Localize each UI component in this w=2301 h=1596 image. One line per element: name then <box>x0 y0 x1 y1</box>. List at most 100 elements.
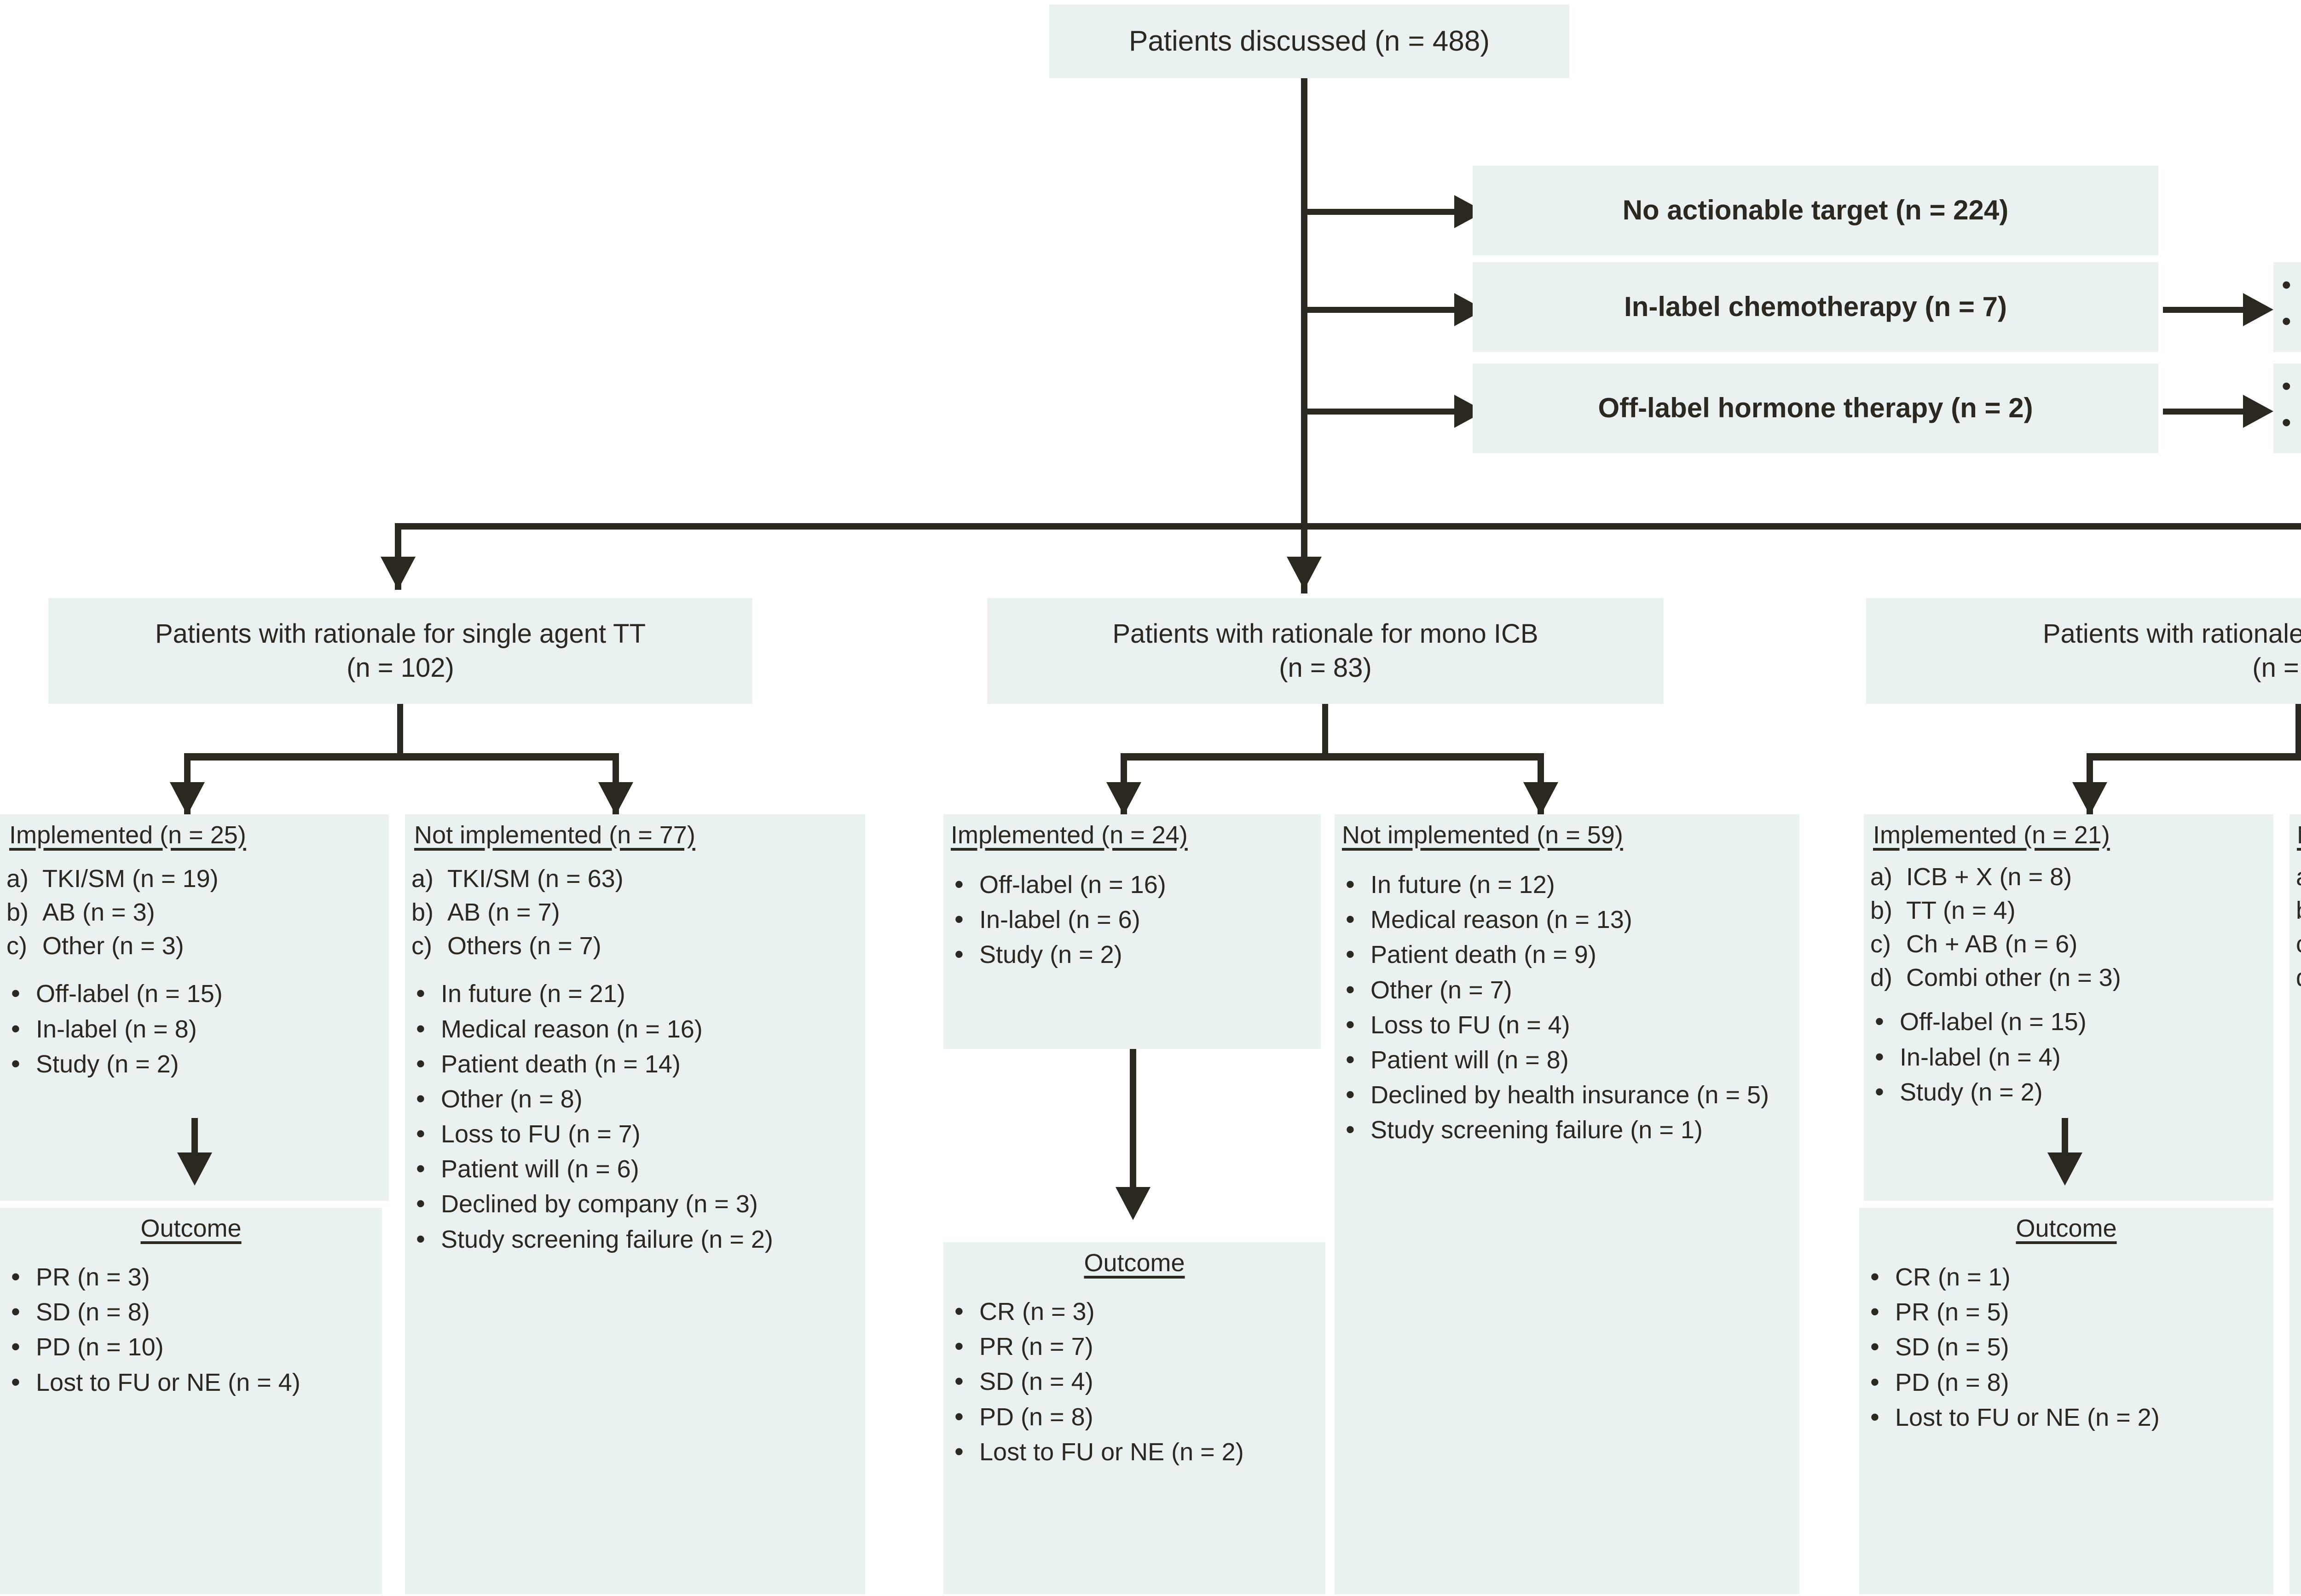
col2-arrow-implemented <box>1106 782 1141 815</box>
side-box-in-label-chemotherapy: In-label chemotherapy (n = 7) <box>1473 262 2158 352</box>
column-title-label: Patients with rationale for single agent… <box>155 618 646 683</box>
col3-implemented-box: Implemented (n = 21) ICB + X (n = 8) TT … <box>1864 814 2273 1201</box>
list-item: ICB + X (n = 8) <box>1870 861 2072 893</box>
list-item: PR (n = 2) <box>2273 268 2301 303</box>
list-item: Patient will (n = 2) <box>2292 1180 2301 1214</box>
list-item: PR (n = 3) <box>3 1260 379 1294</box>
col3-outcome-box: Outcome CR (n = 1) PR (n = 5) SD (n = 5)… <box>1859 1208 2273 1594</box>
main-branch-arrow-center <box>1287 557 1322 590</box>
col1-arrow-implemented <box>170 782 205 815</box>
list-item: SD (n = 8) <box>3 1295 379 1329</box>
side-branch-line-2 <box>1307 307 1459 313</box>
list-item: ICB + X (n = 16) <box>2292 861 2301 893</box>
list-item: In future (n = 12) <box>1337 868 1797 902</box>
list-item: Patient death (n = 14) <box>408 1047 862 1081</box>
col2-implemented-header: Implemented (n = 24) <box>951 821 1188 849</box>
col2-arrow-not-implemented <box>1523 782 1558 815</box>
side-branch-line-3 <box>1307 409 1459 415</box>
list-item: Medical reason (n = 16) <box>408 1012 862 1046</box>
list-item: Lost to FU or NE (n = 2) <box>946 1435 1323 1469</box>
list-item: TKI/SM (n = 63) <box>411 863 624 895</box>
list-item: Study screening failure (n = 2) <box>408 1222 862 1256</box>
column-title-label: Patients with rationale for drug combina… <box>2042 618 2301 683</box>
col1-not-implemented-alpha-list: TKI/SM (n = 63) AB (n = 7) Others (n = 7… <box>408 863 862 962</box>
list-item: CR (n = 1) <box>1862 1260 2271 1294</box>
side-outcome-list-2: SD (n = 1) CR (n = 1) <box>2273 369 2301 440</box>
side-outcome-arrow-3 <box>2243 395 2273 428</box>
col3-not-implemented-alpha-list: ICB + X (n = 16) TT (n = 19) Ch + AB (n … <box>2292 861 2301 994</box>
side-box-label: No actionable target (n = 224) <box>1622 195 2009 226</box>
list-item: Medical reason (n = 13) <box>2292 1040 2301 1074</box>
side-box-label: Off-label hormone therapy (n = 2) <box>1598 392 2033 424</box>
list-item: Others (n = 7) <box>411 930 601 962</box>
main-distribution-bar <box>395 523 2301 530</box>
list-item: In future (n = 11) <box>2292 1005 2301 1039</box>
col2-not-implemented-box: Not implemented (n = 59) In future (n = … <box>1335 814 1799 1594</box>
list-item: Declined by health insurance (n = 0) <box>2292 1216 2301 1250</box>
col3-not-implemented-box: Not implemented (n = 49) ICB + X (n = 16… <box>2289 814 2301 1594</box>
col2-stem <box>1322 704 1328 755</box>
col3-outcome-list: CR (n = 1) PR (n = 5) SD (n = 5) PD (n =… <box>1862 1260 2271 1435</box>
col1-implemented-alpha-list: TKI/SM (n = 19) AB (n = 3) Other (n = 3) <box>3 863 386 962</box>
list-item: Ch + AB (n = 6) <box>1870 928 2078 960</box>
list-item: Loss to FU (n = 3) <box>2292 1145 2301 1179</box>
list-item: Other (n = 5) <box>2292 1110 2301 1144</box>
list-item: Ch + AB (n = 4) <box>2292 928 2301 960</box>
col1-split-bar <box>184 753 619 761</box>
list-item: Study (n = 2) <box>946 938 1318 972</box>
list-item: Patient will (n = 8) <box>1337 1043 1797 1077</box>
col2-outcome-box: Outcome CR (n = 3) PR (n = 7) SD (n = 4)… <box>943 1242 1325 1594</box>
col1-implemented-bullet-list: Off-label (n = 15) In-label (n = 8) Stud… <box>3 977 386 1081</box>
side-outcome-header: Outcome <box>2273 209 2301 240</box>
root-box: Patients discussed (n = 488) <box>1049 5 1569 78</box>
list-item: PR (n = 5) <box>1862 1295 2271 1329</box>
col3-not-implemented-bullet-list: In future (n = 11) Medical reason (n = 1… <box>2292 1005 2301 1284</box>
list-item: AB (n = 7) <box>411 897 560 928</box>
side-outcome-line-3 <box>2163 409 2248 415</box>
list-item: Combi other (n = 10) <box>2292 962 2301 994</box>
col2-outcome-arrow <box>1116 1187 1150 1220</box>
side-outcome-box-2: SD (n = 1) CR (n = 1) <box>2273 363 2301 453</box>
col1-not-implemented-box: Not implemented (n = 77) TKI/SM (n = 63)… <box>405 814 865 1594</box>
side-outcome-list-1: PR (n = 2) SD (n = 1) <box>2273 268 2301 339</box>
list-item: Study screening failure (n = 1) <box>1337 1113 1797 1147</box>
side-outcome-arrow-2 <box>2243 293 2273 326</box>
col3-outcome-header: Outcome <box>2016 1215 2117 1242</box>
col1-outcome-box: Outcome PR (n = 3) SD (n = 8) PD (n = 10… <box>0 1208 382 1594</box>
list-item: Medical reason (n = 13) <box>1337 903 1797 937</box>
list-item: PD (n = 8) <box>946 1400 1323 1434</box>
list-item: In-label (n = 8) <box>3 1012 386 1046</box>
col1-implemented-header: Implemented (n = 25) <box>9 821 246 849</box>
col3-not-implemented-header: Not implemented (n = 49) <box>2292 821 2301 849</box>
col1-outcome-arrow <box>177 1152 212 1186</box>
col3-implemented-alpha-list: ICB + X (n = 8) TT (n = 4) Ch + AB (n = … <box>1867 861 2271 994</box>
col3-stem <box>2295 704 2301 755</box>
side-outcome-line-2 <box>2163 307 2248 313</box>
list-item: Loss to FU (n = 4) <box>1337 1008 1797 1042</box>
list-item: Loss to FU (n = 7) <box>408 1117 862 1151</box>
col2-not-implemented-header: Not implemented (n = 59) <box>1342 821 1623 849</box>
col1-implemented-box: Implemented (n = 25) TKI/SM (n = 19) AB … <box>0 814 389 1201</box>
trunk-vertical-line <box>1301 78 1307 593</box>
col2-not-implemented-bullet-list: In future (n = 12) Medical reason (n = 1… <box>1337 868 1797 1147</box>
list-item: CR (n = 1) <box>2273 405 2301 440</box>
col2-outcome-header: Outcome <box>1084 1249 1185 1277</box>
list-item: Other (n = 8) <box>408 1082 862 1116</box>
side-box-off-label-hormone-therapy: Off-label hormone therapy (n = 2) <box>1473 363 2158 453</box>
list-item: SD (n = 4) <box>946 1365 1323 1399</box>
list-item: PD (n = 10) <box>3 1330 379 1364</box>
col3-implemented-bullet-list: Off-label (n = 15) In-label (n = 4) Stud… <box>1867 1005 2271 1109</box>
list-item: Combi other (n = 3) <box>1870 962 2121 994</box>
root-label: Patients discussed (n = 488) <box>1128 25 1490 58</box>
col1-outcome-list: PR (n = 3) SD (n = 8) PD (n = 10) Lost t… <box>3 1260 379 1399</box>
list-item: Other (n = 3) <box>6 930 184 962</box>
side-outcome-box-1: PR (n = 2) SD (n = 1) <box>2273 262 2301 352</box>
list-item: Patient death (n = 9) <box>1337 938 1797 972</box>
list-item: SD (n = 1) <box>2273 369 2301 404</box>
side-box-label: In-label chemotherapy (n = 7) <box>1624 291 2007 323</box>
col1-outcome-header: Outcome <box>140 1215 242 1242</box>
list-item: TKI/SM (n = 19) <box>6 863 219 895</box>
column-title-label: Patients with rationale for mono ICB (n … <box>1112 618 1538 683</box>
col2-outcome-stem <box>1130 1049 1136 1201</box>
outcome-header-label: Outcome <box>2273 209 2301 240</box>
